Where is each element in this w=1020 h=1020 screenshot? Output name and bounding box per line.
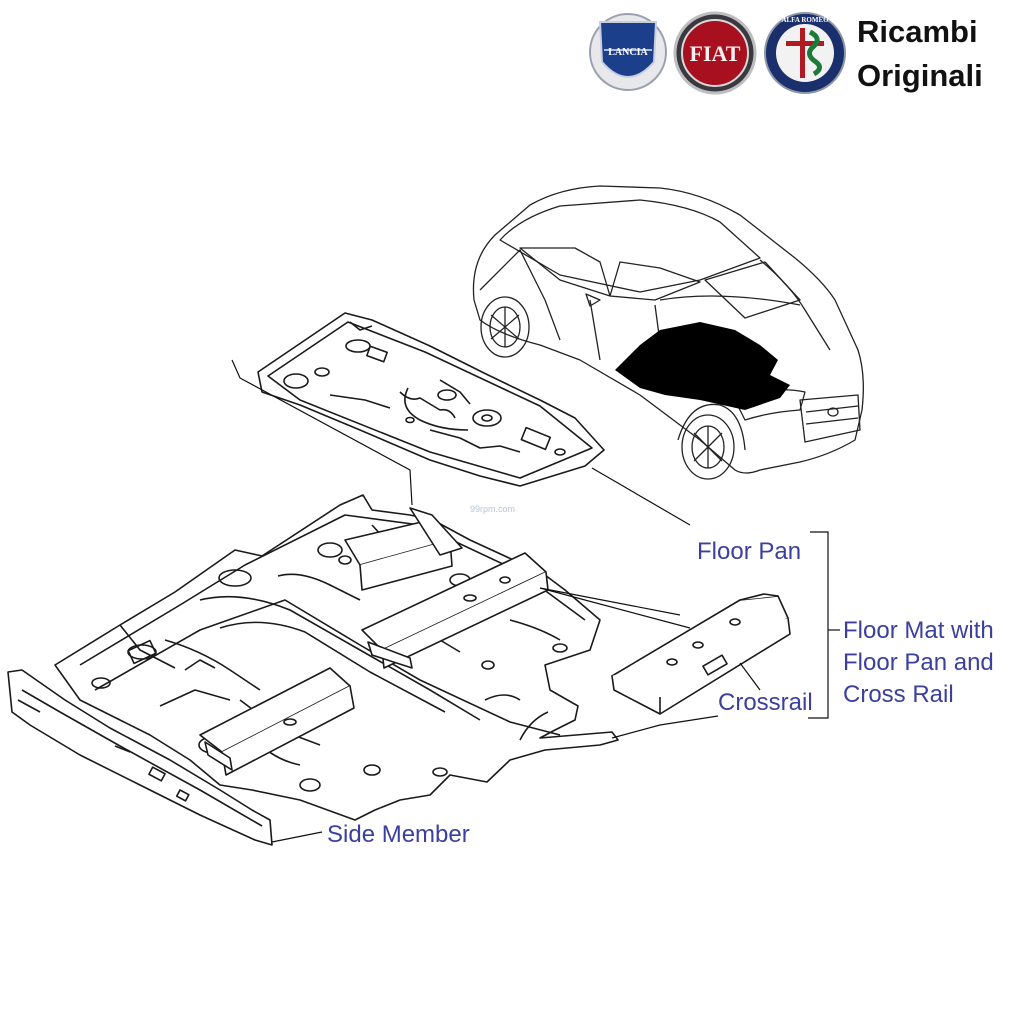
floor-pan-leader-line (231, 359, 413, 506)
fiat-logo-text: FIAT (690, 41, 741, 66)
assembly-rear-crossmember (344, 507, 463, 591)
highlighted-floor-area (615, 322, 790, 410)
floor-assembly-leader-line (611, 715, 719, 739)
side-member-label: Side Member (327, 821, 470, 848)
alfa-romeo-logo-text: ALFA ROMEO (781, 16, 829, 24)
watermark-text: 99rpm.com (470, 504, 515, 514)
lancia-logo: LANCIA (589, 13, 667, 91)
side-member-leader-line (271, 831, 323, 843)
leader-lines (231, 359, 840, 843)
floor-mat-label-line-1: Floor Mat with (843, 617, 994, 644)
floor-pan-leader-line-right (591, 467, 691, 526)
crossrail-part (611, 593, 791, 715)
crossrail-label-leader (739, 662, 761, 691)
fiat-logo: FIAT (673, 11, 757, 95)
brand-line-1: Ricambi (857, 14, 978, 49)
floor-pan-part (257, 312, 605, 487)
side-member-part (7, 669, 273, 846)
crossrail-leader-line-top (539, 587, 681, 616)
lancia-logo-text: LANCIA (608, 47, 648, 58)
brand-line-2: Originali (857, 58, 983, 93)
crossrail-leader-line-bottom (539, 587, 691, 629)
alfa-romeo-logo: ALFA ROMEO (764, 12, 846, 94)
floor-pan-label: Floor Pan (697, 538, 801, 565)
assembly-center-crossmember (361, 552, 549, 669)
floor-mat-bracket (808, 531, 829, 719)
assembly-front-crossmember (199, 667, 355, 776)
crossrail-label: Crossrail (718, 689, 813, 716)
floor-mat-label-line-3: Cross Rail (843, 681, 954, 708)
floor-mat-label-line-2: Floor Pan and (843, 649, 994, 676)
